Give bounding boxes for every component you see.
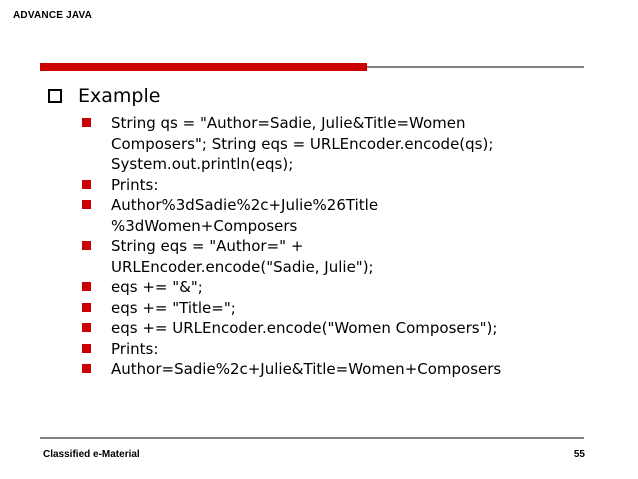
list-item: Prints: (82, 339, 602, 360)
list-item: Prints: (82, 175, 602, 196)
item-line: System.out.println(eqs); (111, 155, 294, 173)
example-heading-row: Example (48, 84, 160, 108)
item-line: Prints: (111, 339, 159, 358)
item-line: String eqs = "Author=" + (111, 237, 304, 255)
red-square-bullet-icon (82, 323, 91, 332)
list-item: eqs += "Title="; (82, 298, 602, 319)
item-line: eqs += "&"; (111, 278, 203, 296)
list-item: Author%3dSadie%2c+Julie%26Title %3dWomen… (82, 195, 602, 236)
accent-bar (40, 63, 367, 71)
list-item: Author=Sadie%2c+Julie&Title=Women+Compos… (82, 359, 602, 380)
red-square-bullet-icon (82, 118, 91, 127)
item-line: Prints: (111, 175, 159, 194)
item-line: Composers"; String eqs = URLEncoder.enco… (111, 134, 494, 153)
red-square-bullet-icon (82, 302, 91, 312)
red-square-bullet-icon (82, 200, 91, 209)
item-line: %3dWomen+Composers (111, 216, 298, 235)
list-item: String eqs = "Author=" + URLEncoder.enco… (82, 236, 602, 277)
list-item: eqs += "&"; (82, 277, 602, 298)
item-line: Author=Sadie%2c+Julie&Title=Women+Compos… (111, 360, 502, 378)
hollow-square-bullet-icon (48, 89, 62, 103)
list-item: eqs += URLEncoder.encode("Women Composer… (82, 318, 602, 339)
item-line: eqs += URLEncoder.encode("Women Composer… (111, 319, 498, 337)
bottom-divider (40, 437, 584, 439)
item-line: Author%3dSadie%2c+Julie%26Title (111, 196, 379, 214)
item-line: String qs = "Author=Sadie, Julie&Title=W… (111, 114, 466, 132)
footer-label: Classified e-Material (43, 449, 140, 460)
page-number: 55 (573, 449, 585, 460)
header-title: ADVANCE JAVA (13, 10, 93, 21)
list-item: String qs = "Author=Sadie, Julie&Title=W… (82, 113, 602, 175)
code-bullet-list: String qs = "Author=Sadie, Julie&Title=W… (82, 113, 602, 380)
red-square-bullet-icon (82, 241, 91, 250)
red-square-bullet-icon (82, 343, 91, 353)
red-square-bullet-icon (82, 282, 91, 291)
item-line: URLEncoder.encode("Sadie, Julie"); (111, 257, 374, 276)
red-square-bullet-icon (82, 364, 91, 373)
example-heading: Example (78, 85, 161, 107)
item-line: eqs += "Title="; (111, 298, 236, 317)
red-square-bullet-icon (82, 179, 91, 189)
